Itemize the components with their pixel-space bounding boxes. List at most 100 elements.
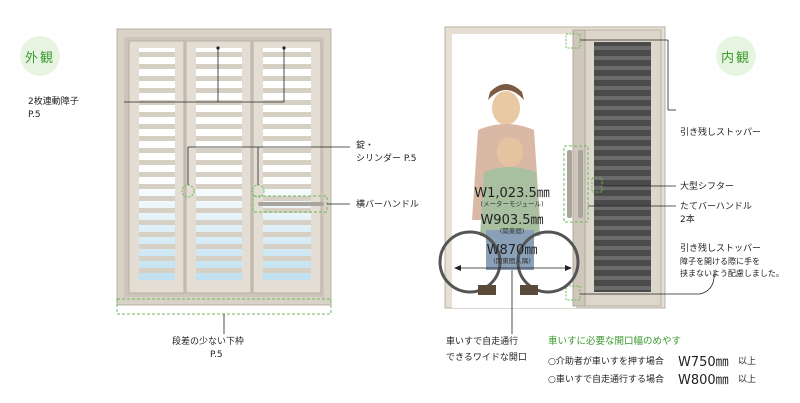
louver-slat — [263, 196, 311, 201]
stopper2-title: 引き残しストッパー — [680, 244, 762, 254]
louver-slat — [196, 232, 242, 237]
louver-slat — [139, 136, 175, 141]
louver-slat — [196, 256, 242, 261]
stopper2-note-line1: 障子を開ける際に手を — [680, 257, 760, 266]
width-kanto-inner-sub: (関東間入隅) — [493, 257, 531, 265]
interior-louver-slat — [594, 186, 651, 190]
louver-slat — [139, 100, 175, 105]
bar-handle-label-line2: 2本 — [680, 215, 695, 225]
louver-slat — [139, 196, 175, 201]
interior-louver-slat — [594, 266, 651, 270]
exterior-door — [116, 28, 350, 334]
louver-slat — [263, 64, 311, 69]
guide-row2-value: W800㎜ — [678, 373, 729, 388]
interior-louver-slat — [594, 126, 651, 130]
interior-louver-slat — [594, 276, 651, 280]
louver-slat — [196, 220, 242, 225]
interior-louver-slat — [594, 66, 651, 70]
louver-slat — [139, 124, 175, 129]
louver-slat — [196, 184, 242, 189]
wheelchair-figure — [438, 137, 580, 295]
louver-slat — [196, 196, 242, 201]
louver-slat — [196, 76, 242, 81]
louver-slat — [196, 136, 242, 141]
louver-slat — [263, 256, 311, 261]
guide-row2-suffix: 以上 — [738, 375, 757, 385]
louver-slat — [263, 208, 311, 213]
lock-label-line1: 錠・ — [356, 141, 375, 151]
bar-handle-label-line1: たてバーハンドル — [680, 202, 752, 212]
sliding-label-line2: P.5 — [28, 110, 41, 120]
louver-slat — [139, 64, 175, 69]
louver-slat — [263, 136, 311, 141]
interior-louver-slat — [594, 136, 651, 140]
interior-louver-slat — [594, 286, 651, 290]
louver-slat — [196, 64, 242, 69]
louver-slat — [139, 232, 175, 237]
louver-slat — [196, 148, 242, 153]
lock-label-line2: シリンダー P.5 — [356, 154, 417, 164]
louver-slat — [139, 148, 175, 153]
louver-slat — [263, 76, 311, 81]
frame-label-line1: 段差の少ない下枠 — [172, 337, 245, 347]
interior-louver-slat — [594, 216, 651, 220]
interior-louver-slat — [594, 76, 651, 80]
interior-louver-slat — [594, 176, 651, 180]
exterior-badge: 外観 — [20, 36, 60, 76]
louver-slat — [139, 244, 175, 249]
guide-row2-label: ○車いすで自走通行する場合 — [548, 375, 664, 385]
louver-slat — [139, 184, 175, 189]
louver-slat — [196, 160, 242, 165]
interior-view — [438, 26, 715, 334]
louver-slat — [263, 268, 311, 273]
stopper2-note-line2: 挟まないよう配慮しました。 — [680, 269, 784, 278]
louver-slat — [139, 112, 175, 117]
interior-louver-slat — [594, 236, 651, 240]
guide-row1-value: W750㎜ — [678, 355, 729, 370]
louver-slat — [139, 256, 175, 261]
interior-louver-slat — [594, 156, 651, 160]
interior-louver-slat — [594, 256, 651, 260]
louver-slat — [196, 112, 242, 117]
interior-louver-slat — [594, 226, 651, 230]
interior-louver-slat — [594, 196, 651, 200]
louver-slat — [196, 124, 242, 129]
louver-slat — [196, 88, 242, 93]
louver-slat — [263, 112, 311, 117]
sliding-label-line1: 2枚連動障子 — [28, 97, 79, 107]
louver-slat — [263, 124, 311, 129]
width-meter-module: W1,023.5㎜ — [474, 186, 550, 201]
width-kanto-inner: W870㎜ — [486, 243, 538, 258]
interior-louver-slat — [594, 46, 651, 50]
louver-slat — [139, 268, 175, 273]
louver-slat — [196, 268, 242, 273]
interior-louver-slat — [594, 146, 651, 150]
interior-badge: 内観 — [716, 36, 756, 76]
interior-louver-slat — [594, 106, 651, 110]
louver-slat — [196, 244, 242, 249]
interior-louver-slat — [594, 116, 651, 120]
louver-slat — [139, 160, 175, 165]
interior-louver-slat — [594, 246, 651, 250]
guide-row1-label: ○介助者が車いすを押す場合 — [548, 357, 664, 367]
louver-slat — [263, 172, 311, 177]
louver-slat — [263, 220, 311, 225]
louver-slat — [263, 100, 311, 105]
interior-louver-slat — [594, 166, 651, 170]
wheelchair-note-line2: できるワイドな開口 — [446, 353, 527, 363]
interior-louver-slat — [594, 206, 651, 210]
louver-slat — [196, 172, 242, 177]
louver-slat — [263, 148, 311, 153]
louver-slat — [263, 88, 311, 93]
louver-slat — [139, 220, 175, 225]
frame-label-line2: P.5 — [210, 350, 223, 360]
interior-louver-slat — [594, 56, 651, 60]
louver-slat — [196, 100, 242, 105]
stopper-label: 引き残しストッパー — [680, 128, 762, 138]
width-kanto-sub: (関東間) — [499, 227, 525, 235]
louver-slat — [139, 208, 175, 213]
louver-slat — [139, 52, 175, 57]
louver-slat — [263, 52, 311, 57]
louver-slat — [196, 208, 242, 213]
